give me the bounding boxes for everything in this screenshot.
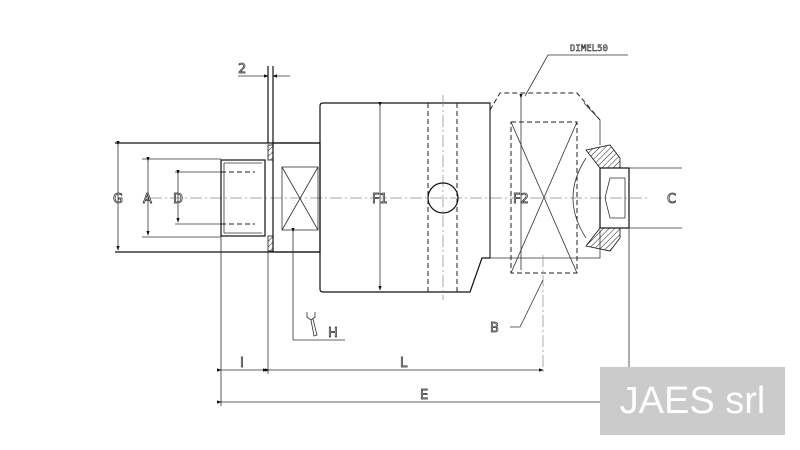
label-g: G (113, 192, 123, 207)
label-l: L (400, 356, 408, 371)
label-h: H (328, 326, 338, 341)
label-dimel: DIMEL50 (570, 44, 608, 54)
watermark-logo: JAES srl (600, 367, 785, 435)
dimension-c (629, 167, 682, 229)
label-b: B (490, 321, 499, 336)
label-i: I (240, 356, 244, 371)
label-f1: F1 (372, 192, 388, 207)
dimel-leader (524, 54, 628, 97)
washer-bottom (267, 235, 274, 252)
label-e: E (420, 388, 428, 403)
dimension-2 (238, 66, 290, 143)
main-body (319, 95, 491, 300)
label-2: 2 (238, 62, 246, 77)
thread (220, 159, 266, 237)
inlet-body (272, 142, 321, 253)
head-body (489, 92, 630, 372)
b-leader (510, 279, 544, 328)
label-c: C (667, 192, 676, 207)
dimension-a (142, 157, 221, 238)
dimension-d (175, 170, 255, 225)
washer-top (267, 144, 274, 161)
label-f2: F2 (513, 192, 529, 207)
label-a: A (143, 192, 152, 207)
wrench-icon (306, 312, 318, 337)
hex-box-inlet (281, 166, 319, 231)
label-d: D (173, 192, 183, 207)
